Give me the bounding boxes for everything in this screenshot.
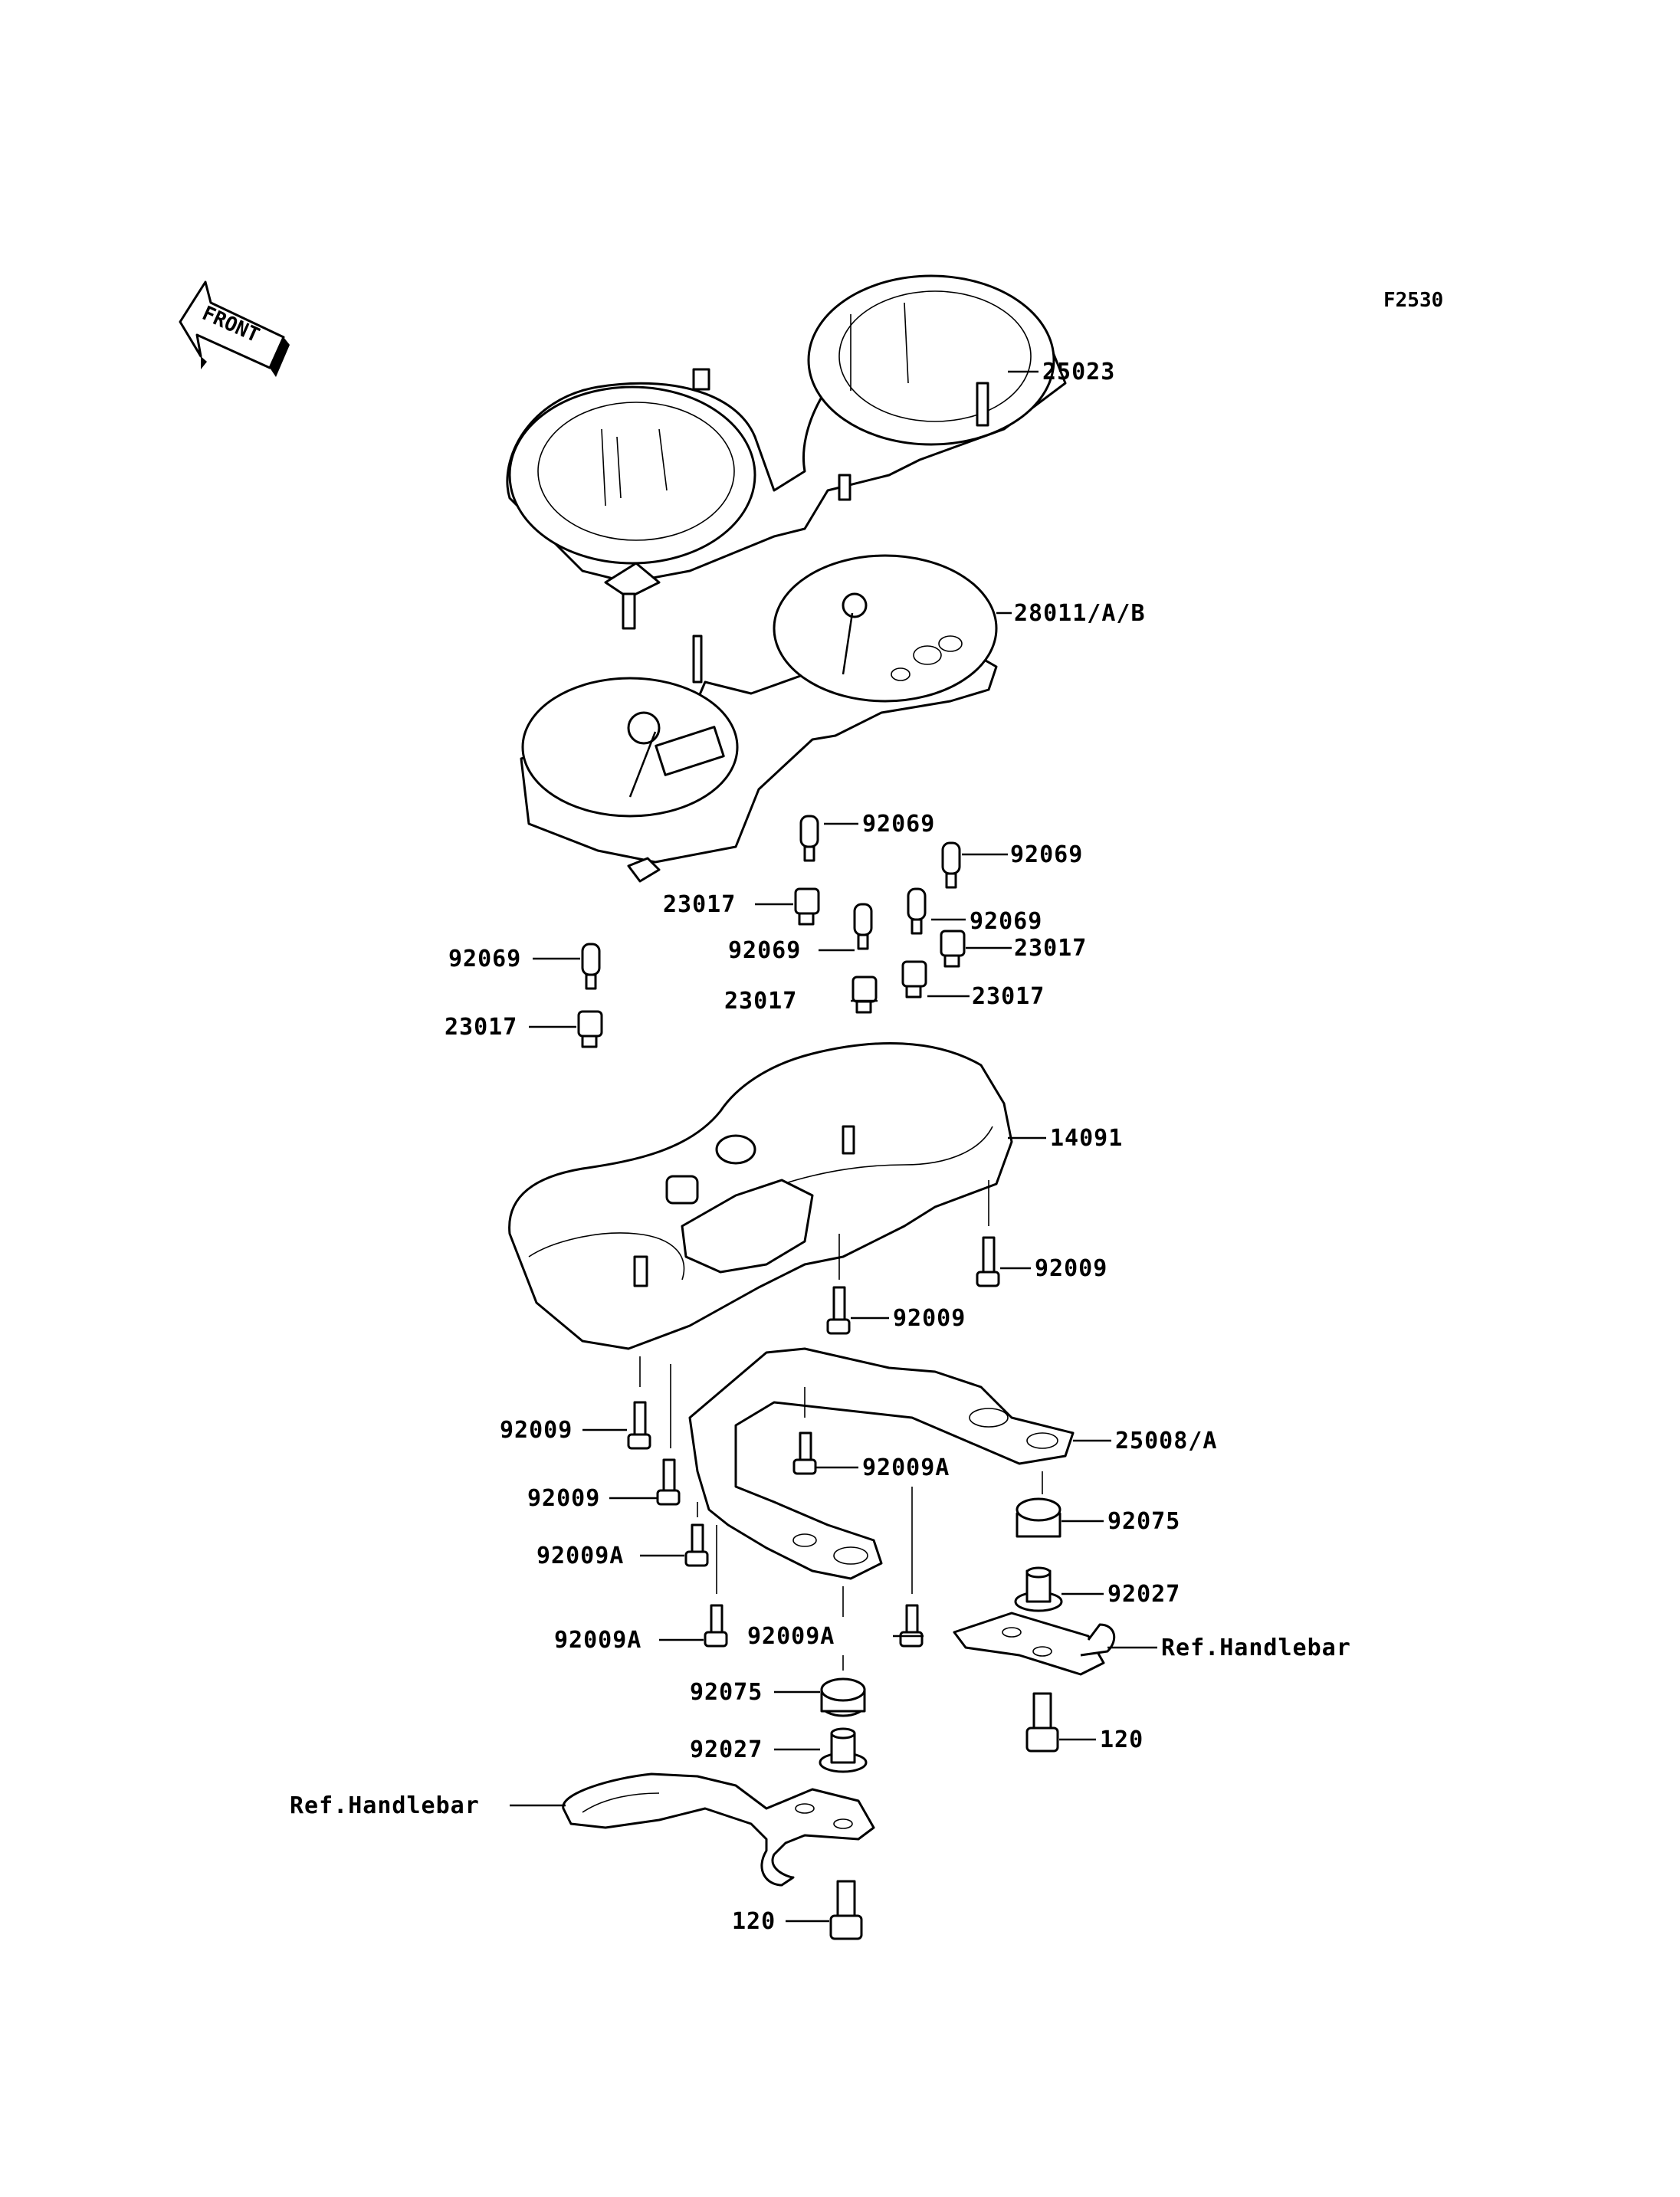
callout-23017-a: 23017: [663, 891, 736, 918]
handlebar-bracket-right: [953, 1612, 1116, 1676]
bolt-92009-a: [976, 1236, 1000, 1287]
bolt-92009A-a: [792, 1431, 817, 1475]
callout-92069-d: 92069: [728, 937, 801, 964]
callout-92009A-a: 92009A: [862, 1454, 950, 1481]
callout-14091: 14091: [1050, 1125, 1123, 1152]
callout-25008: 25008/A: [1115, 1428, 1217, 1454]
bolt-120-b: [829, 1880, 863, 1940]
collar-92027-a: [1014, 1566, 1063, 1612]
bulb-92069-a: [799, 815, 819, 862]
callout-92009-c: 92009: [500, 1417, 573, 1444]
callout-92009A-d: 92009A: [747, 1623, 835, 1650]
grommet-92075-a: [1016, 1497, 1061, 1538]
meter-housing: [508, 1041, 1013, 1350]
callout-92009-d: 92009: [527, 1485, 600, 1512]
callout-28011: 28011/A/B: [1014, 600, 1146, 627]
callout-ref-handlebar-right: Ref.Handlebar: [1161, 1635, 1351, 1661]
callout-120-a: 120: [1100, 1726, 1144, 1753]
collar-92027-b: [819, 1727, 868, 1773]
callout-92009-b: 92009: [893, 1305, 966, 1332]
callout-23017-d: 23017: [972, 983, 1045, 1010]
callout-92069-e: 92069: [448, 946, 521, 972]
callout-23017-c: 23017: [724, 988, 797, 1015]
socket-23017-a: [794, 887, 820, 926]
callout-92069-a: 92069: [862, 811, 935, 838]
callout-92009A-c: 92009A: [554, 1627, 641, 1654]
socket-23017-c: [851, 976, 878, 1014]
callout-92075-b: 92075: [690, 1679, 763, 1706]
socket-23017-e: [577, 1010, 603, 1048]
bolt-92009A-c: [704, 1604, 728, 1648]
callout-92069-b: 92069: [1010, 841, 1083, 868]
bracket-25008: [688, 1347, 1075, 1580]
bolt-92009A-b: [684, 1523, 709, 1567]
bulb-92069-b: [941, 841, 961, 889]
callout-23017-b: 23017: [1014, 935, 1087, 962]
bolt-92009-d: [656, 1458, 681, 1506]
callout-92069-c: 92069: [970, 908, 1042, 935]
meter-assembly: [520, 554, 998, 883]
callout-92075-a: 92075: [1107, 1508, 1180, 1535]
bulb-92069-d: [853, 903, 873, 950]
socket-23017-d: [901, 960, 927, 998]
bolt-92009A-d: [899, 1604, 924, 1648]
bolt-92009-b: [826, 1286, 851, 1335]
callout-ref-handlebar-left: Ref.Handlebar: [290, 1792, 480, 1819]
socket-23017-b: [940, 930, 966, 968]
callout-92027-b: 92027: [690, 1736, 763, 1763]
callout-92027-a: 92027: [1107, 1581, 1180, 1608]
grommet-92075-b: [820, 1677, 866, 1717]
front-arrow-icon: FRONT: [179, 280, 290, 377]
callout-120-b: 120: [732, 1908, 776, 1935]
figure-code: F2530: [1383, 289, 1443, 312]
bolt-120-a: [1025, 1692, 1059, 1753]
meter-cover: [506, 274, 1067, 630]
bulb-92069-e: [581, 943, 601, 990]
callout-25023: 25023: [1042, 359, 1115, 385]
callout-23017-e: 23017: [445, 1014, 517, 1041]
bulb-92069-c: [907, 887, 927, 935]
bolt-92009-c: [627, 1401, 651, 1450]
callout-92009A-b: 92009A: [536, 1543, 624, 1569]
callout-92009-a: 92009: [1035, 1255, 1107, 1282]
handlebar-bracket-left: [562, 1772, 875, 1887]
